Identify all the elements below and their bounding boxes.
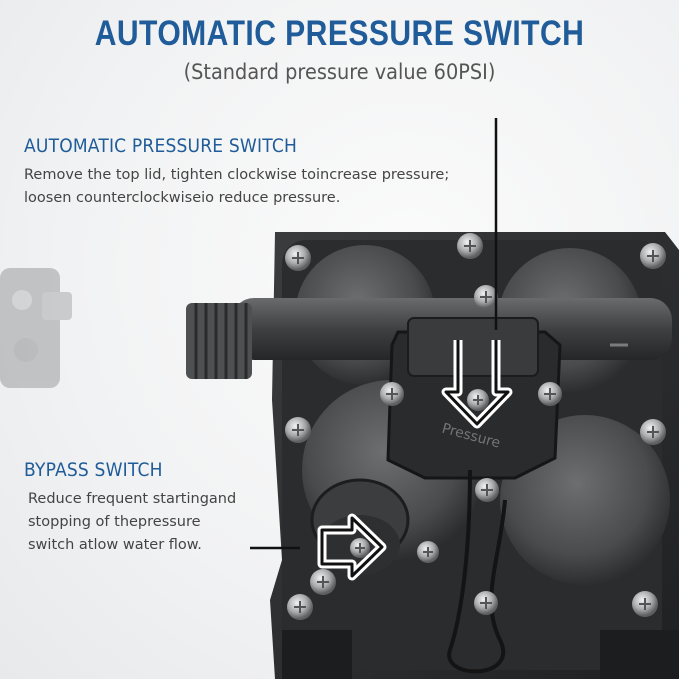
screw: [640, 243, 666, 269]
screw: [350, 538, 370, 558]
screw: [285, 245, 311, 271]
screw: [285, 417, 311, 443]
description-line: Remove the top lid, tighten clockwise to…: [24, 167, 450, 183]
screw: [467, 389, 489, 411]
description-line: Reduce frequent startingand: [28, 491, 237, 507]
pressure-switch-arrow: [441, 118, 513, 429]
screw: [310, 569, 336, 595]
screw: [474, 285, 498, 309]
description-line: switch atlow water flow.: [28, 537, 202, 553]
screw: [475, 478, 499, 502]
screw: [287, 594, 313, 620]
page-subtitle: (Standard pressure value 60PSI): [183, 60, 496, 84]
pressure-switch-description: Remove the top lid, tighten clockwise to…: [24, 164, 449, 210]
page-title: AUTOMATIC PRESSURE SWITCH: [94, 14, 585, 53]
screw: [640, 419, 666, 445]
pressure-switch-heading: AUTOMATIC PRESSURE SWITCH: [24, 135, 298, 157]
bypass-switch-description: Reduce frequent startingand stopping of …: [28, 488, 236, 557]
screw: [457, 233, 483, 259]
description-line: loosen counterclockwiseio reduce pressur…: [24, 190, 341, 206]
screws: [285, 233, 666, 620]
bypass-switch-arrow: [250, 513, 387, 581]
background-pump-silhouette: [0, 268, 72, 388]
description-line: stopping of thepressure: [28, 514, 201, 530]
switch-wire: [447, 469, 507, 674]
screw: [474, 591, 498, 615]
bypass-switch-heading: BYPASS SWITCH: [24, 459, 163, 481]
screw: [417, 541, 439, 563]
screw: [538, 382, 562, 406]
screw: [632, 591, 658, 617]
screw: [380, 382, 404, 406]
